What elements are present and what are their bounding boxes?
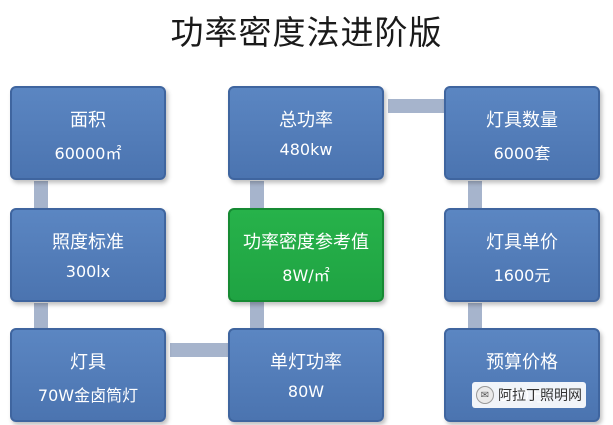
- single-lamp-power-value: 80W: [287, 382, 325, 401]
- diagram-title: 功率密度法进阶版: [170, 13, 443, 52]
- lamp-value: 70W金卤筒灯: [37, 386, 139, 405]
- connector-count-price: [468, 181, 482, 209]
- total-power-box: 总功率 480kw: [228, 86, 384, 180]
- lamp-price-value: 1600元: [493, 266, 551, 285]
- area-box: 面积 60000㎡: [10, 86, 166, 180]
- total-power-label: 总功率: [279, 110, 333, 131]
- watermark-text: 阿拉丁照明网: [498, 388, 582, 404]
- power-density-value: 8W/㎡: [282, 266, 330, 285]
- total-power-value: 480kw: [279, 140, 333, 159]
- lamp-box: 灯具 70W金卤筒灯: [10, 328, 166, 422]
- lighting-standard-box: 照度标准 300lx: [10, 208, 166, 302]
- lighting-standard-label: 照度标准: [52, 232, 124, 253]
- power-density-box: 功率密度参考值 8W/㎡: [228, 208, 384, 302]
- lamp-label: 灯具: [70, 352, 106, 373]
- connector-area-standard: [34, 181, 48, 209]
- area-label: 面积: [70, 110, 106, 131]
- budget-price-label: 预算价格: [486, 352, 558, 373]
- lamp-price-label: 灯具单价: [486, 232, 558, 253]
- lighting-standard-value: 300lx: [65, 262, 111, 281]
- single-lamp-power-label: 单灯功率: [270, 352, 342, 373]
- connector-standard-lamp: [34, 303, 48, 329]
- wechat-icon: ✉: [476, 386, 494, 404]
- area-value: 60000㎡: [54, 144, 122, 163]
- connector-lamp-single: [170, 343, 228, 357]
- lamp-count-value: 6000套: [493, 144, 551, 163]
- lamp-count-label: 灯具数量: [486, 110, 558, 131]
- single-lamp-power-box: 单灯功率 80W: [228, 328, 384, 422]
- connector-single-density: [250, 301, 264, 329]
- power-density-label: 功率密度参考值: [243, 232, 369, 253]
- lamp-price-box: 灯具单价 1600元: [444, 208, 600, 302]
- watermark: ✉ 阿拉丁照明网: [472, 382, 586, 408]
- connector-total-count: [388, 99, 444, 113]
- connector-price-budget: [468, 303, 482, 329]
- connector-density-total: [250, 181, 264, 209]
- lamp-count-box: 灯具数量 6000套: [444, 86, 600, 180]
